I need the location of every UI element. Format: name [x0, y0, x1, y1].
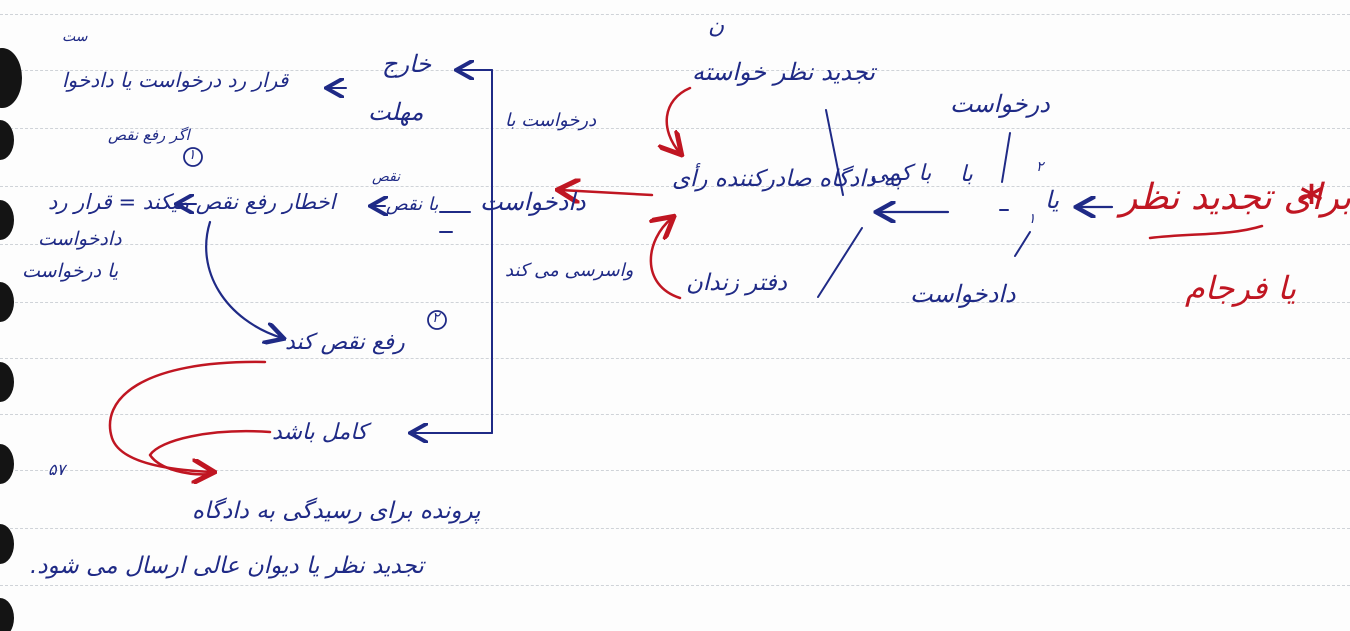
out-of-deadline-a: خارج — [382, 50, 432, 78]
ruled-line — [0, 414, 1350, 415]
ruled-line — [0, 470, 1350, 471]
ruled-line — [0, 14, 1350, 15]
red-curve-complete-to-final — [148, 430, 272, 476]
red-curve-top — [667, 86, 692, 153]
circle-one — [183, 147, 203, 167]
circle-one-number: ۱ — [188, 147, 196, 163]
final-line-1: پرونده برای رسیدگی به دادگاه — [192, 498, 481, 524]
circle-two — [427, 310, 447, 330]
fix-defect-label: رفع نقص کند — [285, 330, 405, 355]
spine-upper-label: درخواست با — [505, 110, 597, 131]
spine-lower-label: واسرسی می کند — [505, 260, 634, 281]
notice-line-3: یا درخواست — [22, 260, 119, 282]
asterisk-mark: * — [1300, 176, 1324, 227]
red-arrow-to-dadkhast — [560, 190, 654, 195]
middle-line-lower — [817, 227, 863, 298]
branch-ya: یا — [1045, 186, 1059, 214]
binder-hole — [0, 282, 14, 322]
out-of-deadline-desc: قرار رد درخواست یا دادخوا — [62, 68, 289, 92]
binder-hole — [0, 444, 14, 484]
title-line-2: یا فرجام — [1185, 269, 1297, 307]
ba-naghs-label: با نقص — [386, 194, 439, 215]
ruled-line — [0, 128, 1350, 129]
final-line-2: تجدید نظر یا دیوان عالی ارسال می شود. — [30, 553, 424, 579]
middle-top-label: تجدید نظر خواسته — [692, 58, 876, 86]
ruled-line — [0, 358, 1350, 359]
naghs-label: نقص — [372, 169, 401, 185]
curve-to-fix — [205, 220, 282, 338]
branch-line-lower — [1014, 231, 1031, 257]
middle-top-n: ن — [708, 14, 725, 39]
binder-hole — [0, 362, 14, 402]
final-number: ۵۷ — [48, 460, 66, 479]
dadkhast-node: دادخواست — [480, 188, 586, 216]
branch-bottom-label: دادخواست — [910, 280, 1016, 308]
middle-center-label: به دادگاه صادرکننده رأی — [672, 166, 902, 192]
branch-ba: با — [960, 162, 973, 187]
circle-two-number: ۲ — [432, 310, 440, 326]
middle-line-upper — [825, 109, 844, 196]
out-of-deadline-desc-end: ست — [62, 29, 88, 45]
binder-hole — [0, 120, 14, 160]
red-curve-bottom — [651, 218, 682, 300]
notice-label: اخطار رفع نقص میکند = قرار رد — [48, 190, 336, 214]
middle-bottom-label: دفتر زندان — [686, 270, 788, 296]
branch-num-2: ۲ — [1036, 159, 1044, 175]
ruled-line — [0, 244, 1350, 245]
ruled-line — [0, 186, 1350, 187]
branch-ba-kami: با کمی — [870, 161, 932, 186]
ruled-line — [0, 70, 1350, 71]
binder-hole — [0, 524, 14, 564]
out-of-deadline-b: مهلت — [368, 98, 424, 126]
binder-hole — [0, 200, 14, 240]
if-fix-tag: اگر رفع نقص — [108, 126, 190, 144]
branch-line-upper — [1001, 132, 1011, 183]
ruled-line — [0, 302, 1350, 303]
notice-line-2: دادخواست — [38, 228, 122, 250]
ruled-line — [0, 528, 1350, 529]
complete-label: کامل باشد — [272, 420, 368, 445]
ruled-line — [0, 585, 1350, 586]
title-line-1: برای تجدید نظر — [1120, 177, 1350, 218]
binder-hole — [0, 598, 14, 631]
binder-hole — [0, 48, 22, 108]
branch-top-label: درخواست — [950, 90, 1050, 118]
branch-num-1: ۱ — [1028, 211, 1036, 227]
title-underline — [1148, 224, 1264, 240]
red-curve-fix-to-final — [108, 360, 267, 472]
